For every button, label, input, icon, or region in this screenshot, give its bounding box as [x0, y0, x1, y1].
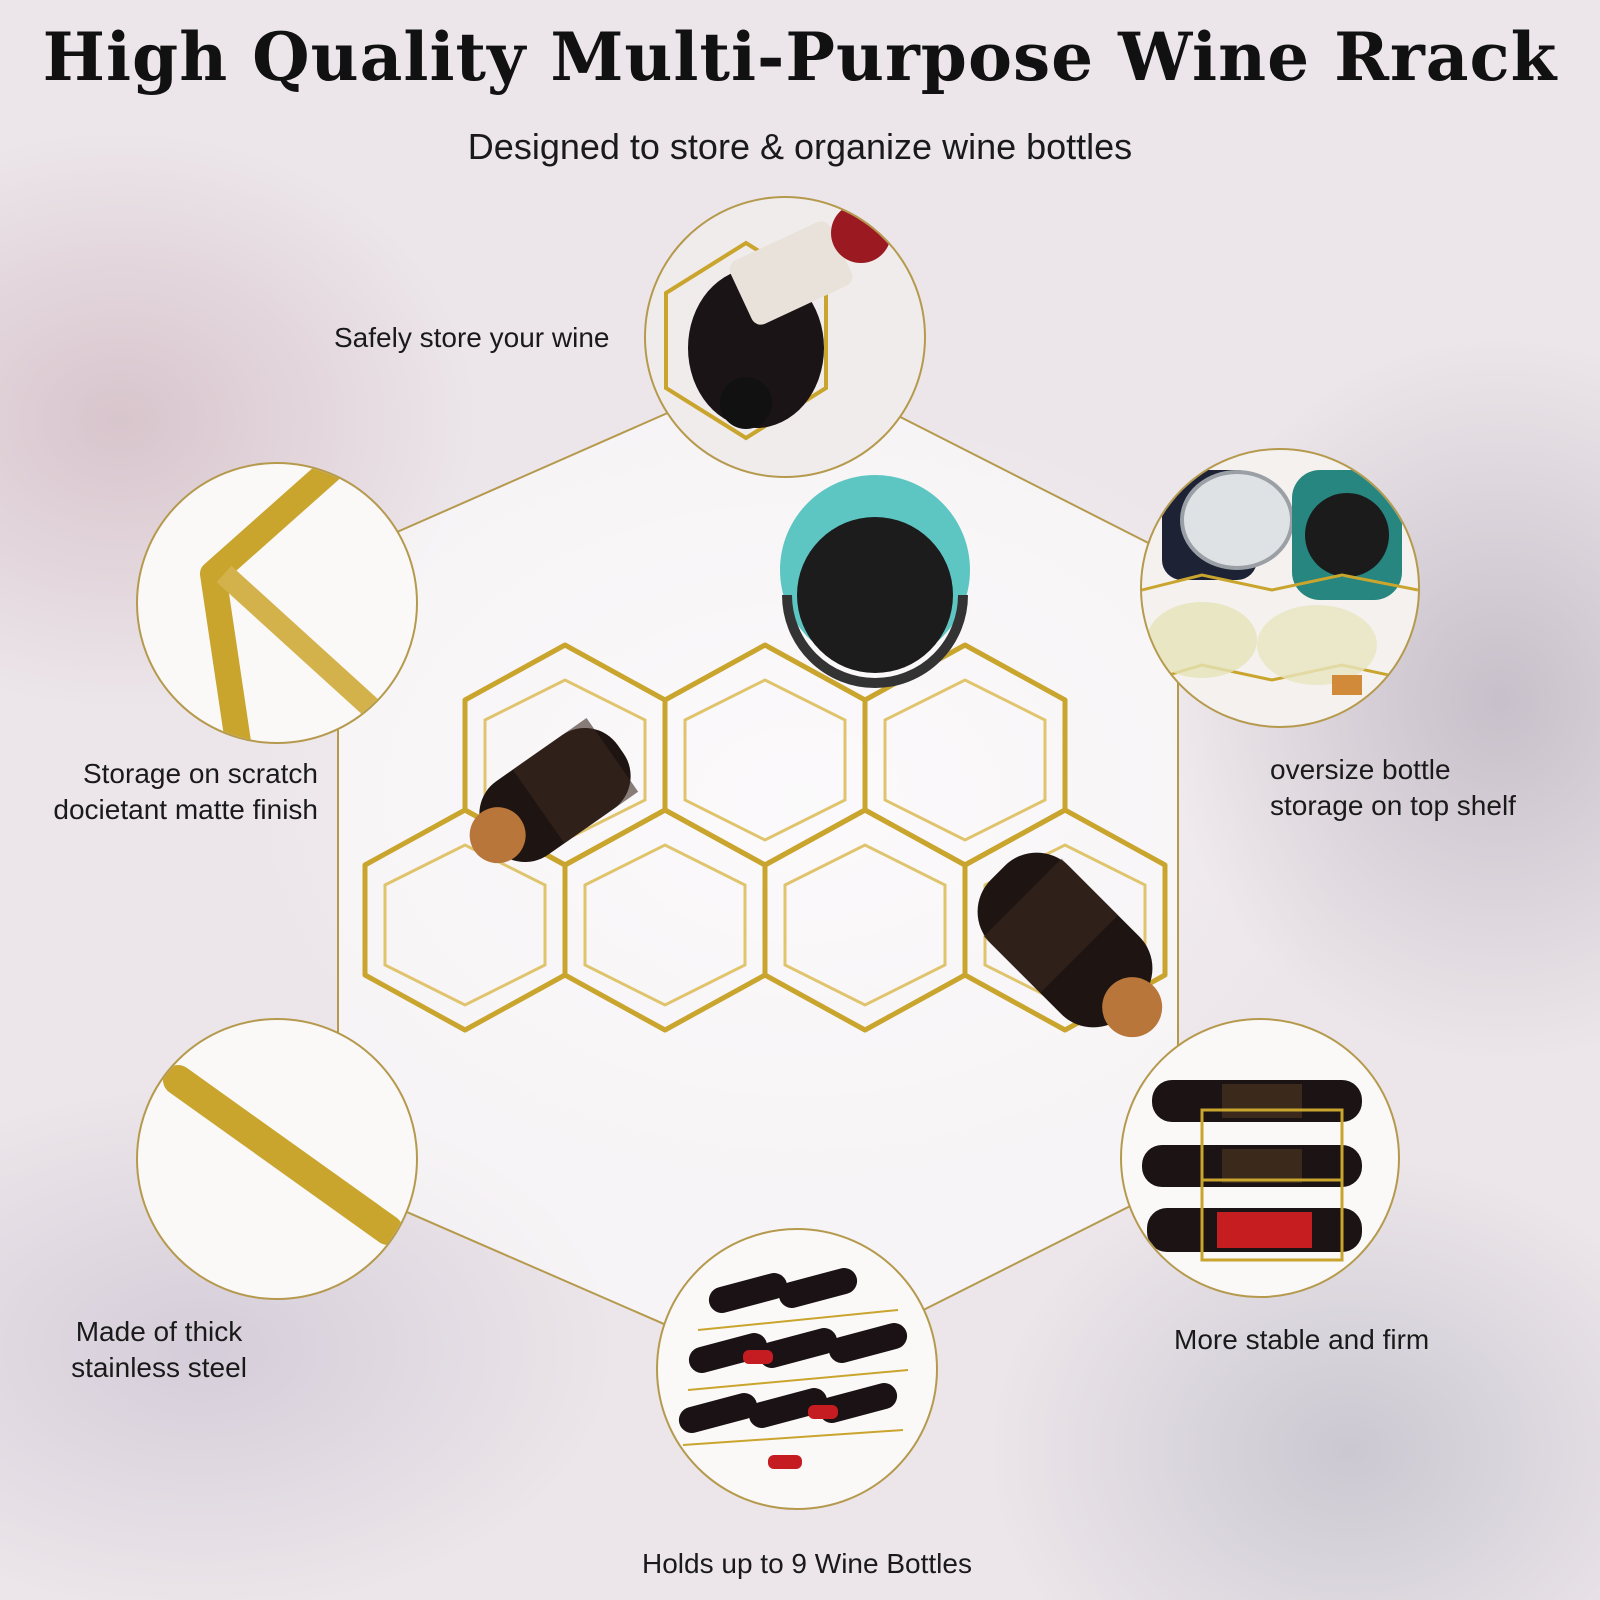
- page-subtitle: Designed to store & organize wine bottle…: [467, 126, 1133, 167]
- feature-caption-oversize: oversize bottle storage on top shelf: [1270, 752, 1516, 824]
- rack-cell: [962, 807, 1168, 1033]
- feature-image-bottle-closeup: [644, 196, 926, 478]
- feature-image-stacked-bottles: [1120, 1018, 1400, 1298]
- rack-cell: [762, 807, 968, 1033]
- tumbler: [780, 475, 970, 688]
- wine-rack-image: [362, 475, 1168, 1038]
- wine-bottle: [977, 852, 1163, 1038]
- page-title: High Quality Multi-Purpose Wine Rrack: [42, 18, 1558, 96]
- feature-image-gold-rod: [136, 1018, 418, 1300]
- feature-caption-nine-bottles: Holds up to 9 Wine Bottles: [642, 1548, 972, 1579]
- caption-line: Storage on scratch: [82, 758, 318, 789]
- caption-line: storage on top shelf: [1270, 789, 1516, 821]
- caption-line: oversize bottle: [1270, 754, 1451, 785]
- feature-caption-safely-store: Safely store your wine: [334, 322, 610, 353]
- feature-image-oversize-bottles: [1140, 448, 1420, 728]
- feature-caption-matte-finish: Storage on scratch docietant matte finis…: [28, 756, 318, 828]
- feature-caption-stable: More stable and firm: [1174, 1324, 1430, 1355]
- wine-bottle: [469, 717, 639, 864]
- caption-line: Made of thick: [75, 1316, 243, 1347]
- caption-line: stainless steel: [71, 1351, 247, 1383]
- feature-image-full-rack: [656, 1228, 938, 1510]
- feature-image-gold-rod-corner: [136, 462, 418, 744]
- caption-line: docietant matte finish: [53, 793, 318, 825]
- rack-cell: [562, 807, 768, 1033]
- feature-caption-stainless-steel: Made of thick stainless steel: [64, 1314, 254, 1386]
